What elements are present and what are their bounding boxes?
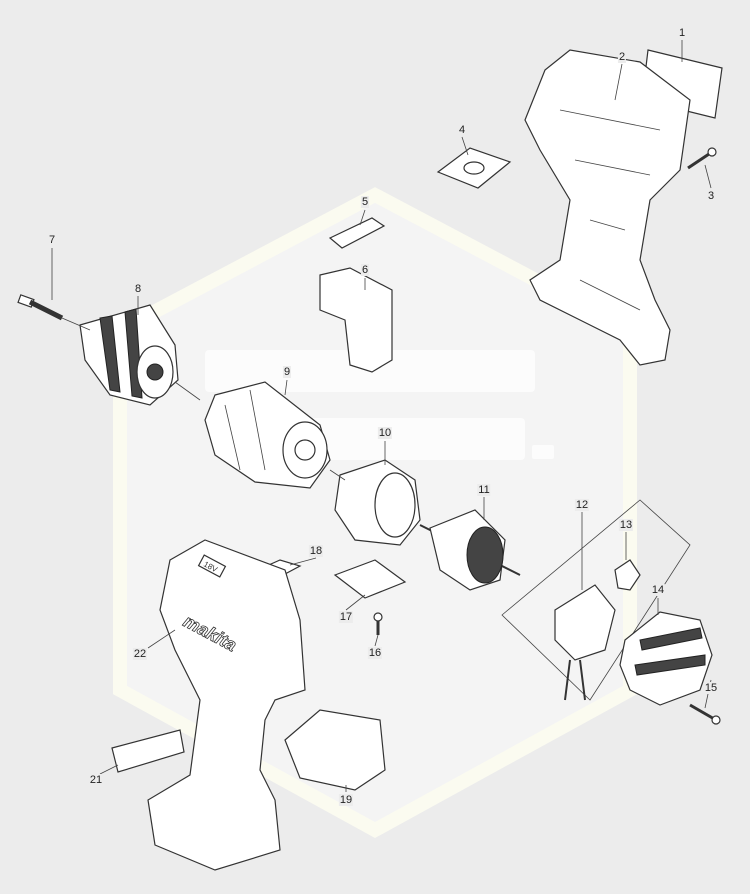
part-17-plate <box>333 559 407 599</box>
callout-7: 7 <box>47 234 57 246</box>
callout-19: 19 <box>338 794 354 806</box>
callout-15: 15 <box>703 682 719 694</box>
part-22-main-housing: makita 18V <box>147 539 306 871</box>
part-3-screw <box>687 147 717 170</box>
part-2-housing-half <box>524 49 691 366</box>
part-21-label <box>111 729 185 773</box>
callout-4: 4 <box>457 124 467 136</box>
callout-12: 12 <box>574 499 590 511</box>
part-8-chuck <box>79 304 179 406</box>
callout-21: 21 <box>88 774 104 786</box>
part-12-kit-outline <box>501 499 691 701</box>
callout-3: 3 <box>706 190 716 202</box>
part-11-armature <box>419 509 521 591</box>
part-15-screw <box>689 703 721 725</box>
callout-5: 5 <box>360 196 370 208</box>
callout-6: 6 <box>360 264 370 276</box>
callout-17: 17 <box>338 611 354 623</box>
part-5-button <box>328 217 386 249</box>
callout-16: 16 <box>367 647 383 659</box>
callout-8: 8 <box>133 283 143 295</box>
part-16-screw <box>373 612 383 635</box>
part-10-field-magnet <box>334 459 421 546</box>
callout-10: 10 <box>377 427 393 439</box>
callout-9: 9 <box>282 366 292 378</box>
callout-22: 22 <box>132 648 148 660</box>
callout-13: 13 <box>618 519 634 531</box>
part-7-screw <box>17 294 64 321</box>
callout-1: 1 <box>677 27 687 39</box>
callout-18: 18 <box>308 545 324 557</box>
callout-14: 14 <box>650 584 666 596</box>
part-19-battery-terminal <box>284 709 386 791</box>
leader-lines <box>51 40 712 792</box>
part-12-controller <box>554 584 616 701</box>
part-9-gear-assembly <box>204 381 331 489</box>
callout-11: 11 <box>477 484 491 496</box>
part-13-sensor <box>614 559 641 591</box>
callout-2: 2 <box>617 51 627 63</box>
part-14-rear-cover <box>619 611 713 706</box>
